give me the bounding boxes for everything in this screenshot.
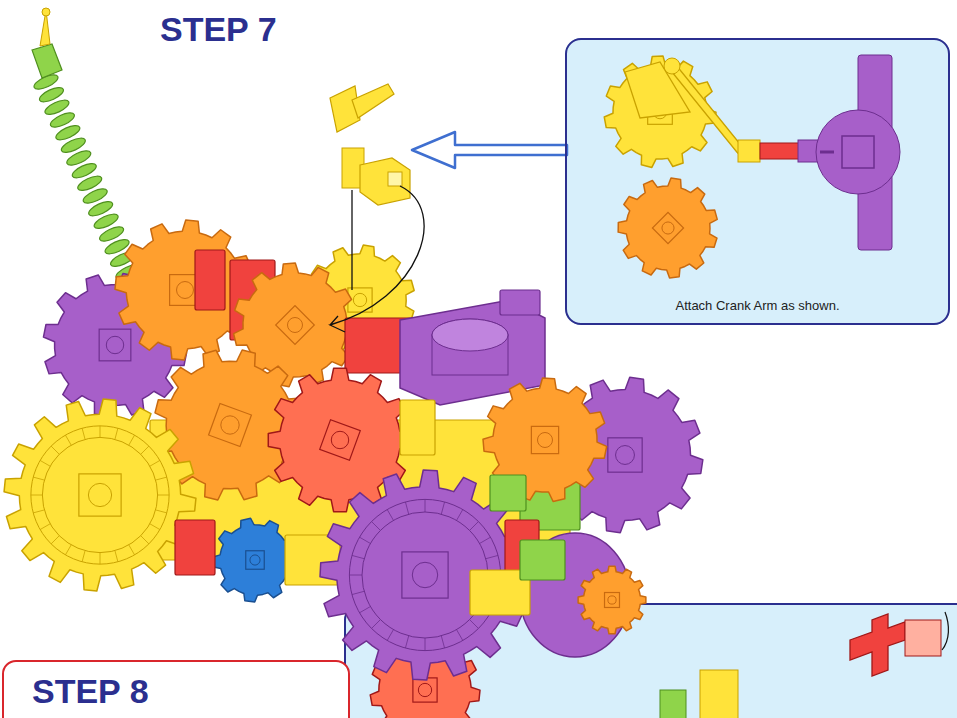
connector-block [500,290,540,315]
instruction-note: Attach Crank Arm as shown. [675,298,839,313]
spring-antenna [32,8,142,282]
gear [320,470,530,680]
step8-parts [660,612,948,718]
gear [578,566,646,634]
callout-panel: Attach Crank Arm as shown. [565,38,950,325]
step-heading: STEP 7 [160,10,277,49]
gear-model [4,8,703,718]
connector-block [490,475,526,511]
connector-block [175,520,215,575]
inset-illustration [604,55,900,278]
crank-arm [330,84,410,205]
guide-line [330,186,424,332]
connector-block [400,400,435,455]
gear [618,178,717,278]
pointer-arrow [412,132,567,168]
guide-line [351,190,352,290]
step-heading: STEP 8 [32,672,149,711]
gear [4,399,196,591]
step-box: STEP 8 [2,660,350,718]
purple-disc [520,533,630,657]
connector-block [520,540,565,580]
connector-block [195,250,225,310]
gear [604,56,716,167]
inset-panel [565,38,950,325]
gear [213,518,296,602]
